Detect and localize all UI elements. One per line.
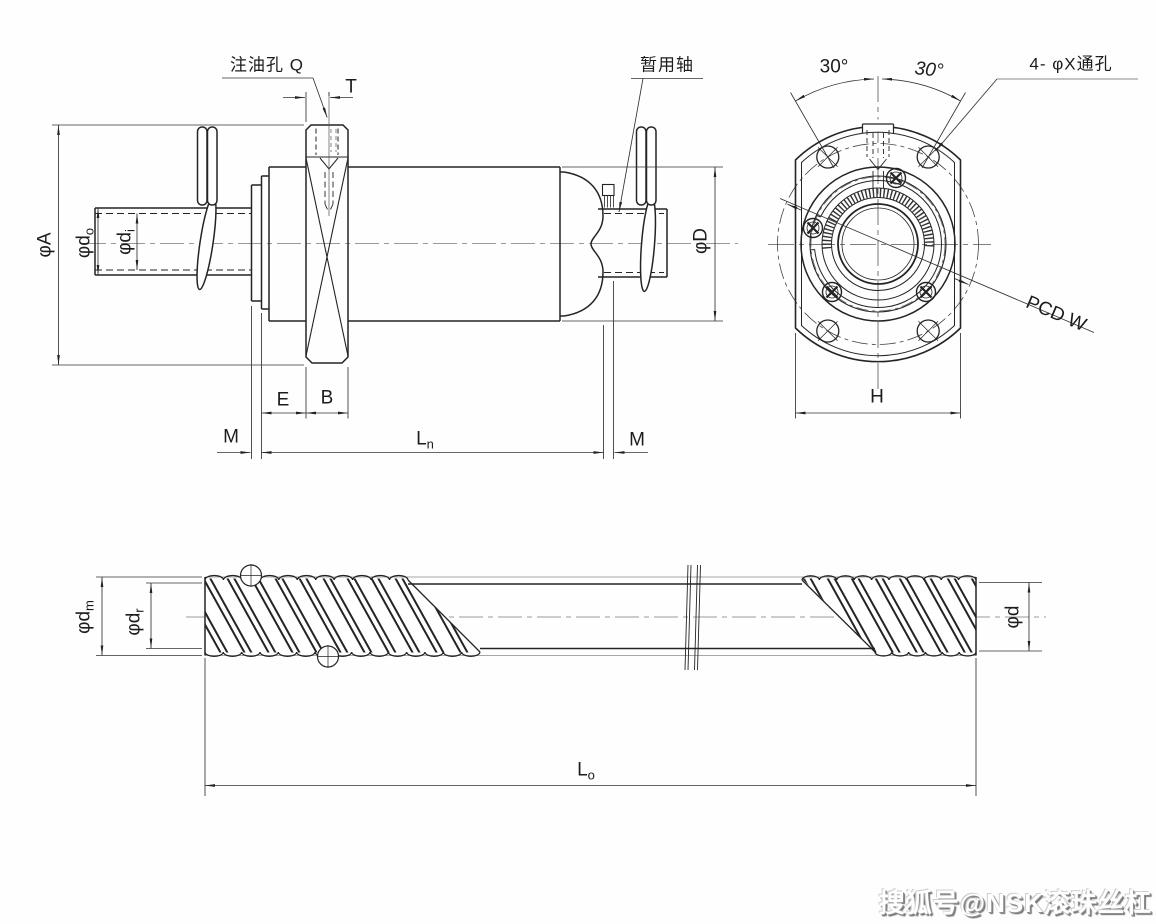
thread-crest-bottom-right [874,651,977,657]
retainer-screws [802,167,937,303]
end-cap [560,171,604,317]
serration-teeth [822,188,934,249]
oil-hole-label: 注油孔 Q [230,55,304,75]
shaft-view-dimensions [96,576,1042,796]
left-journal [94,207,252,276]
angle-right-label: 30° [913,58,945,82]
dim-h-label: H [870,386,884,408]
shaft-plain-lines [408,583,875,650]
bore-circle [837,203,919,285]
dim-phi-dr-label: φdr [123,608,147,636]
end-view-dimensions [779,77,1138,419]
set-screw [601,183,615,197]
thread-runout-left [407,579,481,653]
screw-pcd-circle [810,176,946,312]
thread-hatch-right [802,578,976,653]
dim-phi-a-label: φA [34,232,56,258]
flange-face-outline [794,125,962,363]
dim-ln-label: Ln [416,428,434,452]
side-view [52,77,738,459]
dim-e-label: E [276,389,290,411]
dim-phi-d-shaft-label: φd [1002,605,1024,629]
thread-crest-bottom-left [204,651,481,658]
right-clip-bar [645,126,657,206]
dim-t-label: T [345,76,357,98]
pcd-circle [777,143,979,345]
oil-hole-thread-shade [330,129,337,152]
temp-shaft-label: 暂用轴 [640,55,694,75]
dim-phi-d-nut-label: φD [690,227,712,255]
thread-start-markers [239,564,340,668]
left-clip-bar [206,126,218,206]
nut-outer-circle [800,166,956,322]
end-view [768,76,1138,419]
oil-hole-thread-hidden [315,128,339,155]
set-screw-thread [604,195,614,208]
dim-m-left-label: M [223,426,239,448]
dim-m-right-label: M [629,429,645,451]
dim-phi-di-label: φdi [114,229,138,255]
through-holes-label: 4- φX通孔 [1029,54,1113,74]
shaft-view [96,564,1046,796]
nut-step-ring [260,167,270,321]
left-clip-bar [196,126,208,206]
thread-crest-top-right [801,575,977,581]
flange-chamfer [801,131,955,357]
oil-boss-notch [861,123,895,133]
nut-body [269,166,561,322]
dim-b-label: B [320,387,334,409]
bore-inner-circle [841,207,915,281]
flange-cross [305,157,349,357]
dim-lo-label: Lo [577,759,595,783]
dim-phi-dm-label: φdm [73,600,97,634]
right-clip-bar [635,126,647,206]
nut-wiper-ring [250,184,262,302]
retainer-circle [809,175,947,313]
serration-outer [821,187,935,301]
side-view-dimensions [52,77,723,459]
shaft-break-lines [684,564,701,671]
dim-phi-do-label: φdo [73,227,97,259]
watermark: 搜狐号@NSK滚珠丝杠 [878,888,1152,918]
angle-left-label: 30° [819,56,849,78]
left-journal-hidden [95,213,252,271]
oil-passage [869,158,887,188]
flange-outline [305,124,349,364]
thread-runout-right [801,579,876,653]
thread-hatch-left [205,578,480,653]
